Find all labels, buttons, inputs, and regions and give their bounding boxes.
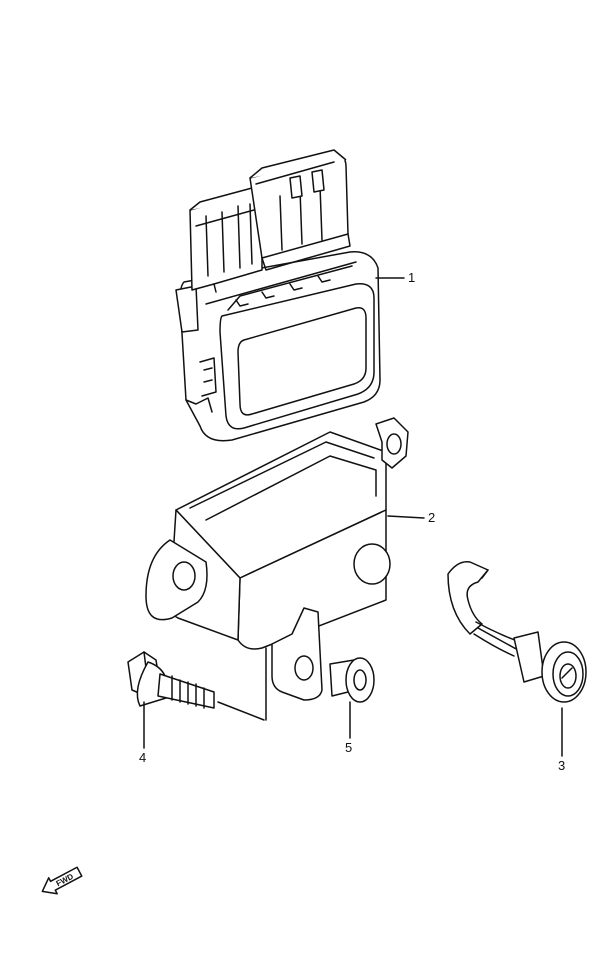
leader-2 <box>387 515 425 519</box>
part-3-grommet <box>447 561 587 703</box>
callout-2: 2 <box>428 510 435 525</box>
callout-3: 3 <box>558 758 565 773</box>
part-2-bracket <box>145 417 409 721</box>
forward-arrow-icon: FWD <box>41 866 83 895</box>
part-4-bolt <box>127 651 265 721</box>
callout-4: 4 <box>139 750 146 765</box>
part-5-collar <box>329 657 375 703</box>
part-1-control-module <box>175 149 381 442</box>
callout-1: 1 <box>408 270 415 285</box>
callout-5: 5 <box>345 740 352 755</box>
